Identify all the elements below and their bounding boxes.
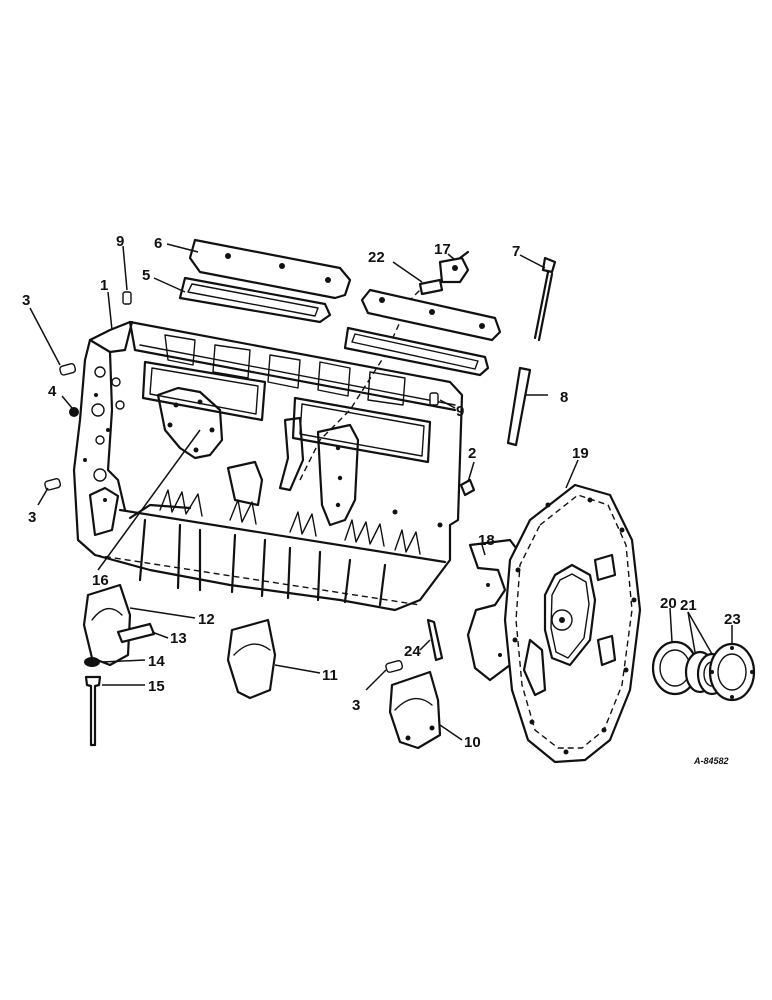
callout-6: 6 (154, 235, 162, 252)
callout-9-right: 9 (456, 403, 464, 420)
callout-labels: 1 2 3 3 3 4 5 6 7 8 9 9 10 11 12 13 14 1… (22, 233, 741, 766)
plug-parts (44, 291, 476, 673)
callout-15: 15 (148, 678, 165, 695)
callout-12: 12 (198, 611, 215, 628)
engine-block-part (72, 284, 464, 612)
callout-3-top: 3 (22, 292, 30, 309)
callout-7: 7 (512, 243, 520, 260)
side-cover-gaskets (178, 238, 502, 377)
callout-11: 11 (322, 667, 338, 684)
callout-1: 1 (100, 277, 108, 294)
dipstick-part (506, 256, 557, 447)
bearing-caps (82, 583, 442, 750)
callout-19: 19 (572, 445, 589, 462)
callout-20: 20 (660, 595, 677, 612)
callout-5: 5 (142, 267, 150, 284)
callout-24: 24 (404, 643, 421, 660)
flywheel-housing-part (503, 483, 642, 764)
rear-seal-assembly (651, 640, 756, 702)
fastener-parts (84, 618, 444, 747)
callout-23: 23 (724, 611, 741, 628)
callout-9-top: 9 (116, 233, 124, 250)
callout-2: 2 (468, 445, 476, 462)
callout-17: 17 (434, 241, 451, 258)
callout-22: 22 (368, 249, 385, 266)
callout-18: 18 (478, 532, 495, 549)
oil-fitting-part (418, 250, 470, 296)
reference-code: A-84582 (693, 756, 729, 766)
callout-leaders (29, 243, 733, 741)
callout-3-lower: 3 (352, 697, 360, 714)
callout-8: 8 (560, 389, 568, 406)
callout-21: 21 (680, 597, 697, 614)
callout-10: 10 (464, 734, 481, 751)
callout-3-bottom: 3 (28, 509, 36, 526)
callout-16: 16 (92, 572, 109, 589)
callout-14: 14 (148, 653, 165, 670)
callout-4: 4 (48, 383, 57, 400)
callout-13: 13 (170, 630, 187, 647)
